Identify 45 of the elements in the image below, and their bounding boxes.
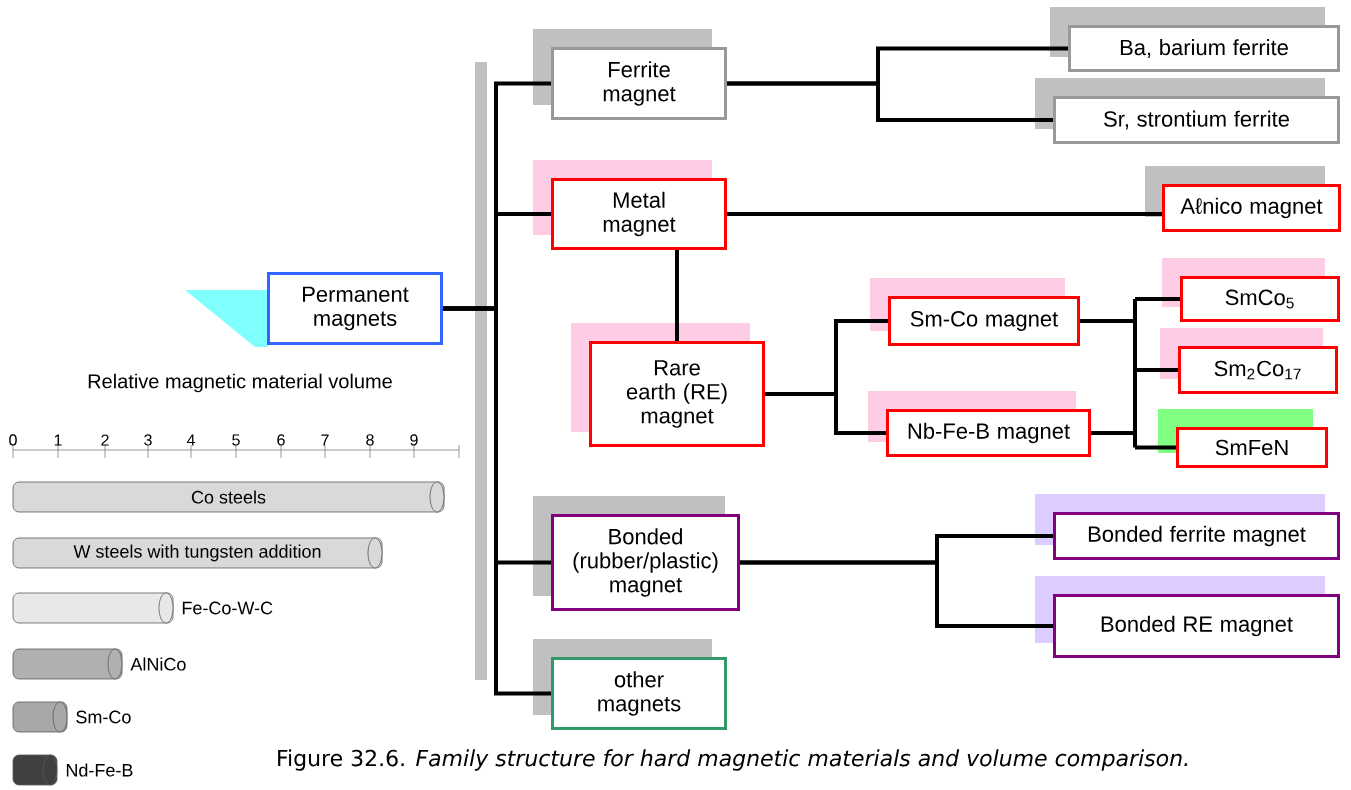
category-box: other magnets: [533, 639, 727, 730]
cylinder-bar: [12, 754, 58, 786]
tick-label: 3: [144, 434, 152, 446]
connector-line: [1078, 297, 1182, 450]
tick-label: 1: [54, 434, 62, 446]
connector-line: [740, 560, 1053, 628]
tick-label: 2: [101, 434, 109, 446]
category-box: Sm-Co magnet: [870, 278, 1080, 346]
category-box: SmCo$_{5}$: [1162, 258, 1340, 322]
category-box: Bonded (rubber/plastic) magnet: [533, 496, 740, 611]
cylinder-bar: [12, 648, 123, 680]
cylinder-bar: W steels with tungsten addition: [12, 537, 383, 569]
cylinder-bar: Co steels: [12, 481, 445, 513]
connector-line: [727, 212, 1162, 216]
bar-label: Sm-Co: [76, 710, 131, 724]
tick-label: 9: [410, 434, 418, 446]
category-box: Nb-Fe-B magnet: [868, 391, 1091, 457]
bar-label: Fe-Co-W-C: [182, 601, 273, 615]
figure-caption: Figure 32.6. Family structure for hard magnetic materials and volume comparison.: [278, 749, 1188, 771]
category-box: Bonded RE magnet: [1035, 576, 1340, 658]
connector-line: [675, 250, 679, 341]
category-box: Permanent magnets: [267, 272, 443, 345]
category-box: Rare earth (RE) magnet: [571, 323, 765, 447]
bar-label: AlNiCo: [130, 657, 186, 671]
tick-label: 7: [321, 434, 329, 446]
chart-title: Relative magnetic material volume: [88, 373, 392, 393]
category-box: Ferrite magnet: [533, 29, 727, 120]
bar-label: Nd-Fe-B: [66, 763, 133, 777]
tick-label: 8: [366, 434, 374, 446]
tick-label: 4: [186, 434, 195, 446]
cylinder-bar: [12, 592, 174, 624]
cylinder-bar: [12, 701, 68, 733]
tick-label: 0: [9, 434, 17, 446]
category-box: Bonded ferrite magnet: [1035, 494, 1340, 560]
connector-line: [765, 392, 886, 435]
category-box: Ba, barium ferrite: [1050, 7, 1340, 72]
category-box: Sr, strontium ferrite: [1035, 78, 1340, 144]
tick-label: 6: [277, 434, 285, 446]
category-box: Aℓnico magnet: [1145, 166, 1341, 232]
tick-label: 5: [232, 434, 240, 446]
category-box: Sm$_{2}$Co$_{17}$: [1160, 328, 1338, 394]
category-box: SmFeN: [1158, 409, 1328, 468]
connector-line: [443, 306, 551, 696]
connector-line: [727, 81, 1053, 122]
category-box: Metal magnet: [533, 160, 727, 250]
